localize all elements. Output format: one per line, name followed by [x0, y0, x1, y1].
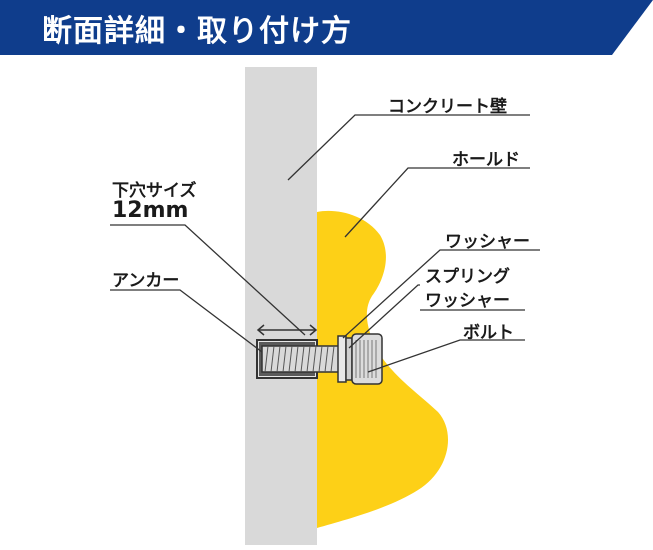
- spring-washer: [345, 337, 353, 381]
- label-bolt: ボルト: [463, 323, 514, 343]
- page-title: 断面詳細・取り付け方: [42, 14, 352, 49]
- banner-shape: [0, 0, 653, 55]
- concrete-wall: [245, 67, 317, 545]
- hole-size-dimension: [256, 324, 318, 336]
- title-banner: 断面詳細・取り付け方: [0, 0, 653, 55]
- label-spring-washer-line1: スプリング: [425, 267, 510, 287]
- leader-lines: [110, 114, 540, 373]
- washer: [337, 335, 347, 383]
- label-washer: ワッシャー: [445, 232, 530, 252]
- label-concrete-wall: コンクリート壁: [388, 97, 507, 117]
- bolt-threads: [264, 345, 335, 373]
- label-hole-size: 下穴サイズ: [112, 181, 197, 201]
- label-hole-size-value: 12mm: [112, 198, 189, 223]
- label-spring-washer-line2: ワッシャー: [425, 291, 510, 311]
- label-anchor: アンカー: [112, 271, 180, 291]
- label-hold: ホールド: [452, 150, 520, 170]
